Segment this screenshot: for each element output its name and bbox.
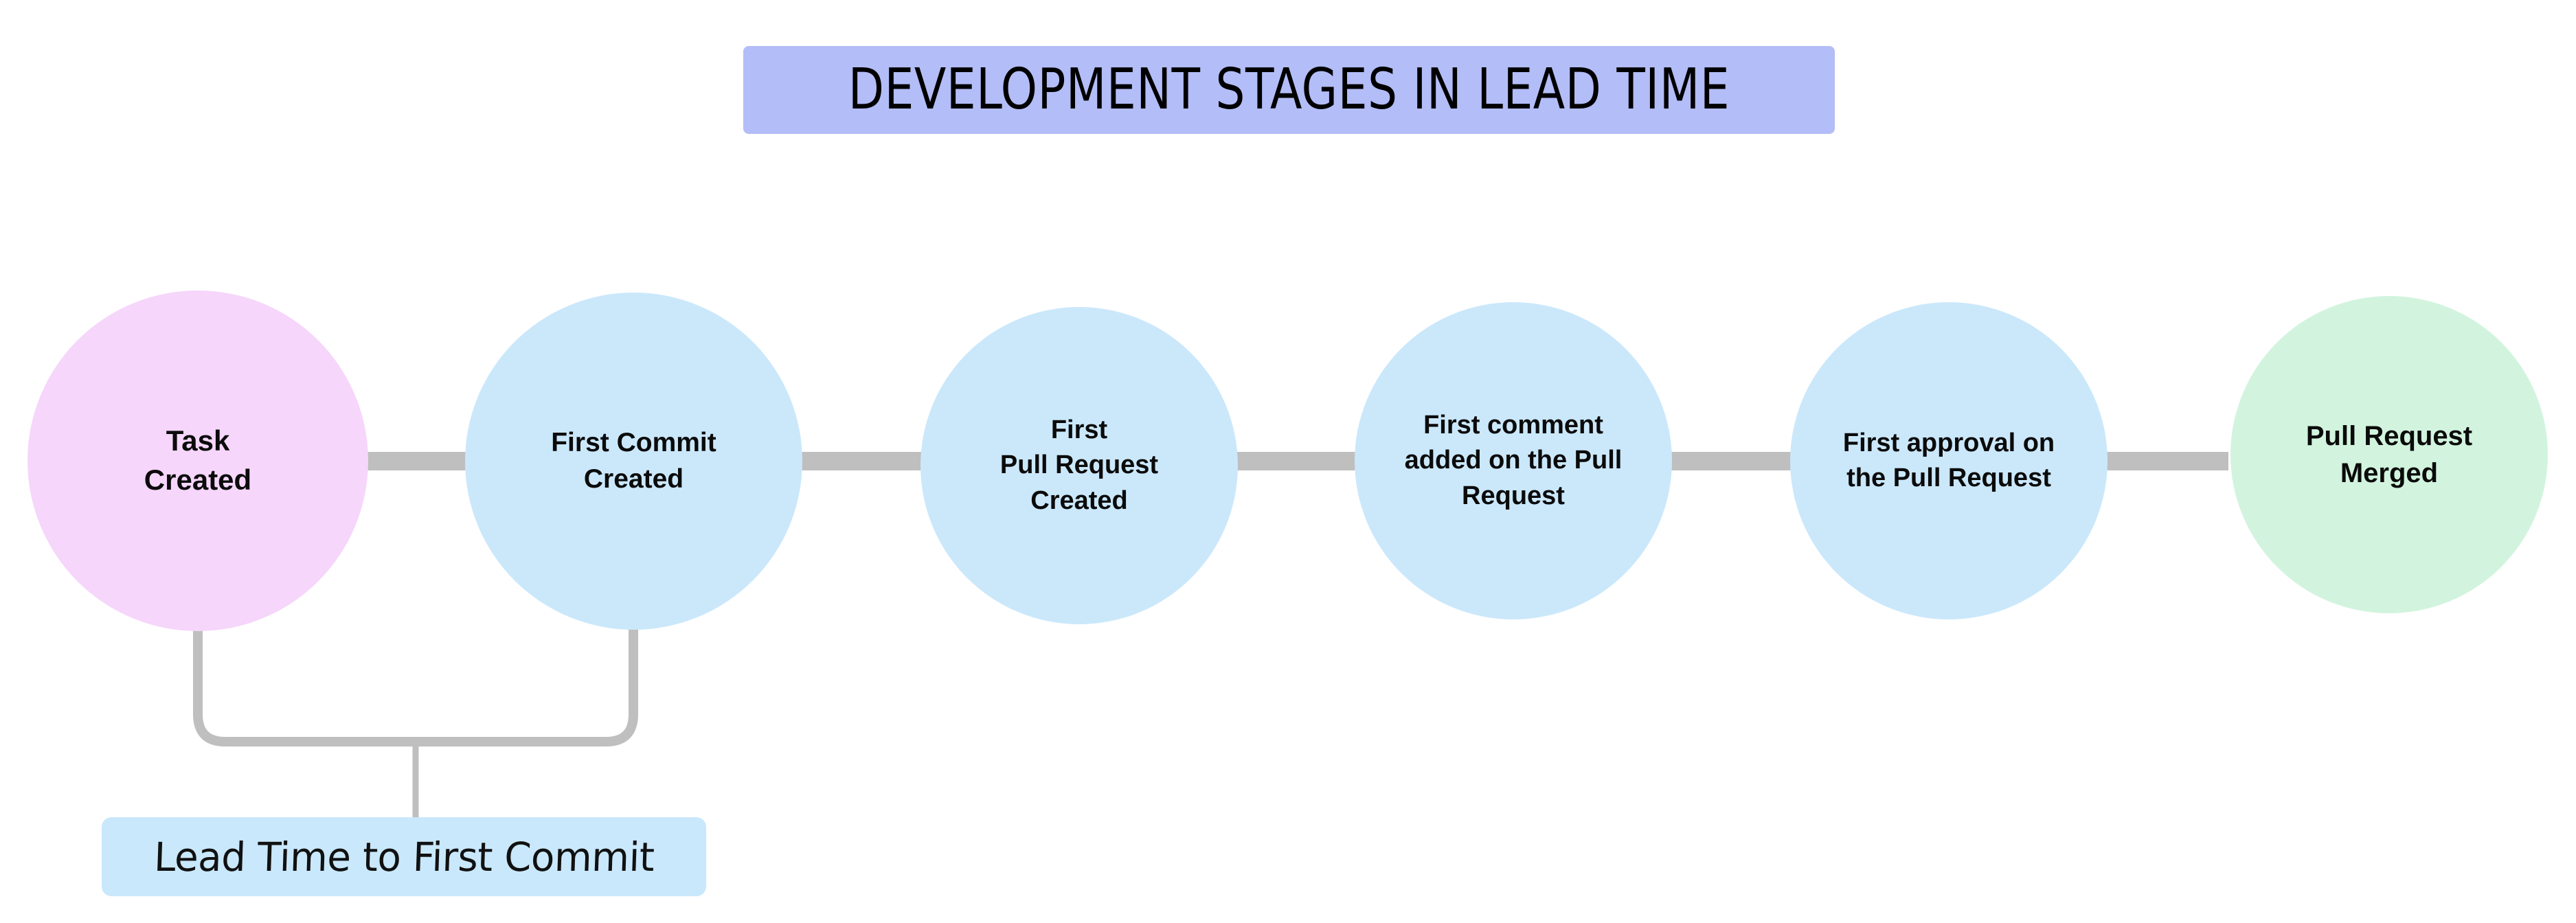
lead-time-label-text: Lead Time to First Commit — [152, 833, 655, 880]
stage-task-created[interactable]: Task Created — [27, 290, 368, 631]
bracket-path — [193, 600, 638, 747]
stage-label-first-commit-created: First Commit Created — [551, 427, 716, 494]
stage-label-task-created: Task Created — [144, 424, 252, 496]
connector-first-pr-to-first-comment — [1235, 452, 1356, 470]
page-title-banner: DEVELOPMENT STAGES IN LEAD TIME — [743, 46, 1835, 134]
stage-first-comment-on-pull-request[interactable]: First comment added on the Pull Request — [1355, 302, 1672, 619]
stage-pull-request-merged[interactable]: Pull Request Merged — [2230, 296, 2548, 613]
stage-first-approval-on-pull-request[interactable]: First approval on the Pull Request — [1790, 302, 2108, 619]
stage-label-pull-request-merged: Pull Request Merged — [2305, 421, 2473, 488]
connector-first-approval-to-merged — [2105, 452, 2228, 470]
connector-first-commit-to-first-pr — [799, 452, 921, 470]
stage-label-first-pull-request-created: First Pull Request Created — [999, 415, 1159, 515]
lead-time-label-box[interactable]: Lead Time to First Commit — [102, 817, 706, 896]
stage-first-pull-request-created[interactable]: First Pull Request Created — [920, 307, 1238, 624]
page-title: DEVELOPMENT STAGES IN LEAD TIME — [848, 57, 1730, 122]
stage-label-first-comment-on-pull-request: First comment added on the Pull Request — [1404, 411, 1623, 510]
connector-task-to-first-commit — [364, 452, 468, 470]
stage-label-first-approval-on-pull-request: First approval on the Pull Request — [1842, 428, 2055, 492]
stage-first-commit-created[interactable]: First Commit Created — [465, 293, 802, 630]
connector-first-comment-to-first-approval — [1669, 452, 1792, 470]
